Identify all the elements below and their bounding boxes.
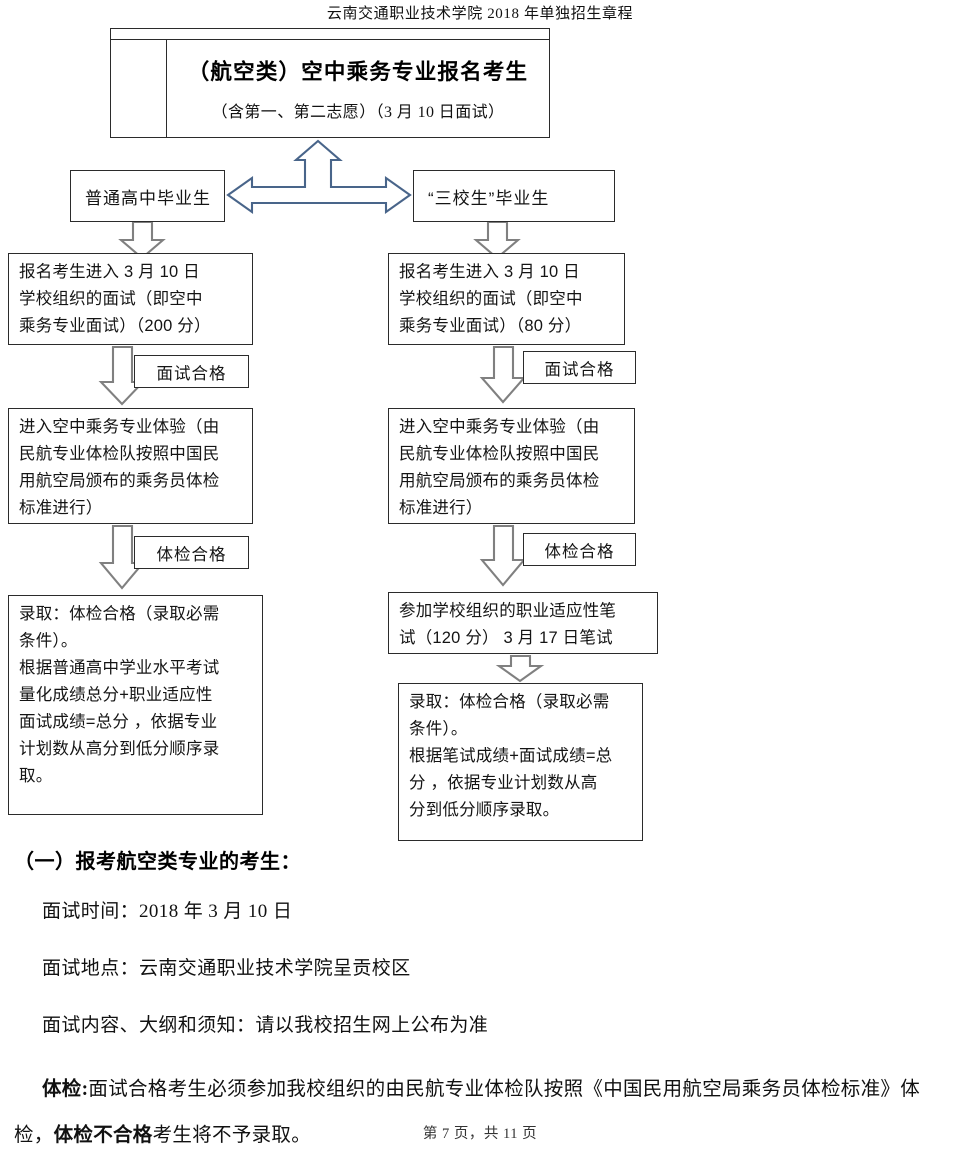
node-general-high-school: 普通高中毕业生 <box>70 170 225 222</box>
edge-label-medical-pass-right: 体检合格 <box>523 533 636 566</box>
node-admission-left-line5: 面试成绩=总分 ，依据专业 <box>19 713 218 731</box>
node-admission-left-line2: 条件）。 <box>19 632 78 650</box>
edge-label-interview-pass-left-text: 面试合格 <box>156 364 227 383</box>
medical-paragraph-bold-mid: 体检不合格 <box>53 1125 153 1146</box>
node-written-exam: 参加学校组织的职业适应性笔 试（120 分） 3 月 17 日笔试 <box>388 592 658 654</box>
node-admission-left-line4: 量化成绩总分+职业适应性 <box>19 686 213 704</box>
node-sanxiaosheng-label: “三校生”毕业生 <box>428 188 550 208</box>
node-admission-left-line7: 取。 <box>19 767 53 785</box>
node-interview-left-line2: 学校组织的面试（即空中 <box>19 290 203 308</box>
medical-paragraph-bold-lead: 体检: <box>42 1079 89 1100</box>
node-interview-left-line3: 乘务专业面试）（200 分） <box>19 317 211 335</box>
edge-label-interview-pass-right: 面试合格 <box>523 351 636 384</box>
down-arrow-icon-7 <box>495 654 545 683</box>
node-medical-right-line2: 民航专业体检队按照中国民 <box>399 445 600 463</box>
node-medical-right-line1: 进入空中乘务专业体验（由 <box>399 418 600 436</box>
flow-title-box: （航空类）空中乘务专业报名考生 （含第一、第二志愿）（3 月 10 日面试） <box>110 28 550 138</box>
edge-label-interview-pass-right-text: 面试合格 <box>544 360 615 379</box>
node-interview-right-line2: 学校组织的面试（即空中 <box>399 290 583 308</box>
node-admission-right-line3: 根据笔试成绩+面试成绩=总 <box>409 747 613 765</box>
node-admission-left-line1: 录取：体检合格（录取必需 <box>19 605 220 623</box>
edge-label-interview-pass-left: 面试合格 <box>134 355 249 388</box>
node-interview-right: 报名考生进入 3 月 10 日 学校组织的面试（即空中 乘务专业面试）（80 分… <box>388 253 625 345</box>
node-medical-left-line2: 民航专业体检队按照中国民 <box>19 445 220 463</box>
node-medical-left-line1: 进入空中乘务专业体验（由 <box>19 418 220 436</box>
page-footer: 第 7 页，共 11 页 <box>422 1126 538 1142</box>
node-admission-right-line4: 分 ，依据专业计划数从高 <box>409 774 598 792</box>
node-interview-left-line1: 报名考生进入 3 月 10 日 <box>19 263 200 281</box>
interview-content-line: 面试内容、大纲和须知：请以我校招生网上公布为准 <box>42 1015 489 1036</box>
bidirectional-arrow-icon <box>226 139 412 215</box>
node-written-exam-line1: 参加学校组织的职业适应性笔 <box>399 602 617 620</box>
flow-title-sub: （含第一、第二志愿）（3 月 10 日面试） <box>211 104 505 121</box>
title-box-body-row: （航空类）空中乘务专业报名考生 （含第一、第二志愿）（3 月 10 日面试） <box>111 40 549 137</box>
node-admission-right-line2: 条件）。 <box>409 720 468 738</box>
medical-paragraph-text-2: 考生将不予录取。 <box>152 1125 312 1146</box>
node-admission-left-line3: 根据普通高中学业水平考试 <box>19 659 220 677</box>
interview-place-line: 面试地点：云南交通职业技术学院呈贡校区 <box>42 958 411 979</box>
title-box-top-row <box>111 29 549 40</box>
running-header: 云南交通职业技术学院 2018 年单独招生章程 <box>326 6 634 22</box>
interview-time-line: 面试时间：2018 年 3 月 10 日 <box>42 901 293 922</box>
section-heading: （一）报考航空类专业的考生： <box>14 851 301 873</box>
edge-label-medical-pass-left: 体检合格 <box>134 536 249 569</box>
medical-standard-paragraph: 体检:面试合格考生必须参加我校组织的由民航专业体检队按照《中国民用航空局乘务员体… <box>14 1067 946 1159</box>
node-admission-right-line1: 录取：体检合格（录取必需 <box>409 693 610 711</box>
title-box-content-cell: （航空类）空中乘务专业报名考生 （含第一、第二志愿）（3 月 10 日面试） <box>167 40 549 137</box>
down-arrow-icon-6 <box>479 524 527 587</box>
down-arrow-icon-4 <box>479 345 527 404</box>
node-medical-check-left: 进入空中乘务专业体验（由 民航专业体检队按照中国民 用航空局颁布的乘务员体检 标… <box>8 408 253 524</box>
node-general-high-school-label: 普通高中毕业生 <box>85 188 211 208</box>
node-written-exam-line2: 试（120 分） 3 月 17 日笔试 <box>399 629 613 647</box>
body-text-section: （一）报考航空类专业的考生： 面试时间：2018 年 3 月 10 日 面试地点… <box>0 845 960 1159</box>
medical-paragraph-text-1: 面试合格考生必须参加我校组织的由民航专业体检队按照《中国民用航空局乘务员体检标准… <box>14 1079 921 1146</box>
admission-flowchart: （航空类）空中乘务专业报名考生 （含第一、第二志愿）（3 月 10 日面试） 普… <box>8 28 658 841</box>
title-box-gutter-cell <box>111 40 167 137</box>
node-sanxiaosheng: “三校生”毕业生 <box>413 170 615 222</box>
node-admission-left-line6: 计划数从高分到低分顺序录 <box>19 740 220 758</box>
edge-label-medical-pass-left-text: 体检合格 <box>156 545 227 564</box>
node-admission-left: 录取：体检合格（录取必需 条件）。 根据普通高中学业水平考试 量化成绩总分+职业… <box>8 595 263 815</box>
node-interview-right-line1: 报名考生进入 3 月 10 日 <box>399 263 580 281</box>
node-medical-right-line3: 用航空局颁布的乘务员体检 <box>399 472 600 490</box>
node-medical-left-line3: 用航空局颁布的乘务员体检 <box>19 472 220 490</box>
flow-title-main: （航空类）空中乘务专业报名考生 <box>187 60 529 84</box>
node-interview-right-line3: 乘务专业面试）（80 分） <box>399 317 582 335</box>
node-medical-check-right: 进入空中乘务专业体验（由 民航专业体检队按照中国民 用航空局颁布的乘务员体检 标… <box>388 408 635 524</box>
edge-label-medical-pass-right-text: 体检合格 <box>544 542 615 561</box>
node-admission-right: 录取：体检合格（录取必需 条件）。 根据笔试成绩+面试成绩=总 分 ，依据专业计… <box>398 683 643 841</box>
node-admission-right-line5: 分到低分顺序录取。 <box>409 801 560 819</box>
node-medical-right-line4: 标准进行） <box>399 499 483 517</box>
node-medical-left-line4: 标准进行） <box>19 499 103 517</box>
node-interview-left: 报名考生进入 3 月 10 日 学校组织的面试（即空中 乘务专业面试）（200 … <box>8 253 253 345</box>
